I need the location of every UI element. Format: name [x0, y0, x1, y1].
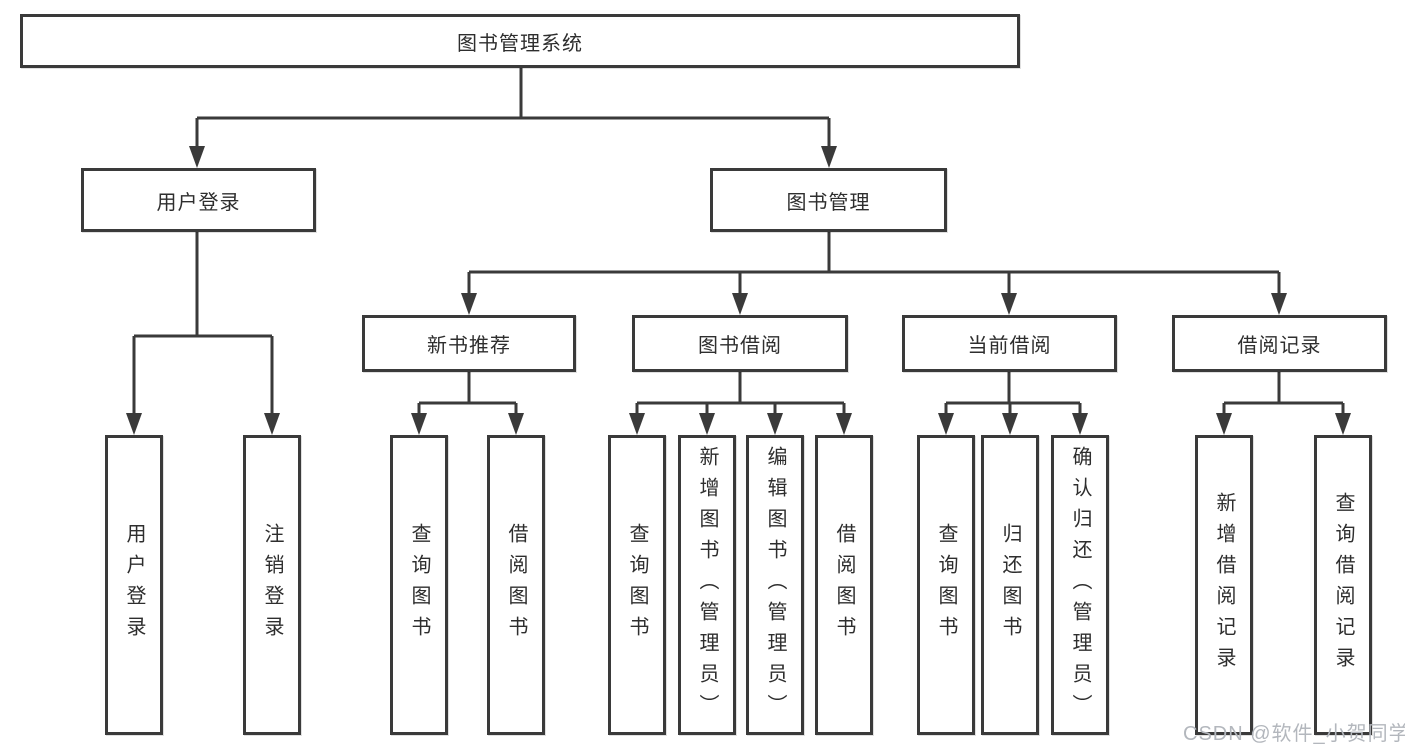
node-book-management: 图书管理 — [710, 168, 947, 232]
node-root-library-system: 图书管理系统 — [20, 14, 1020, 68]
node-records-add-record: 新增借阅记录 — [1195, 435, 1253, 735]
node-borrowing-records: 借阅记录 — [1172, 315, 1387, 372]
node-label: 图书管理 — [786, 191, 871, 214]
node-new-book-recommend: 新书推荐 — [362, 315, 576, 372]
node-label: 当前借阅 — [967, 335, 1052, 357]
node-label: 查询借阅记录 — [1332, 492, 1354, 678]
node-label: 图书管理系统 — [457, 32, 583, 55]
node-label: 编辑图书（管理员） — [764, 445, 786, 725]
node-label: 借阅图书 — [505, 523, 527, 647]
node-borrowing-borrow-books: 借阅图书 — [815, 435, 873, 735]
node-label: 新书推荐 — [427, 335, 511, 357]
node-logout: 注销登录 — [243, 435, 301, 735]
node-label: 确认归还（管理员） — [1069, 445, 1091, 725]
node-label: 查询图书 — [408, 523, 430, 647]
node-current-borrowing: 当前借阅 — [902, 315, 1117, 372]
node-label: 查询图书 — [626, 523, 648, 647]
node-newbooks-borrow-books: 借阅图书 — [487, 435, 545, 735]
node-label: 图书借阅 — [698, 335, 782, 357]
node-current-confirm-return-admin: 确认归还（管理员） — [1051, 435, 1109, 735]
node-user-login-leaf: 用户登录 — [105, 435, 163, 735]
csdn-watermark: CSDN @软件_小贺同学 — [1183, 723, 1405, 745]
node-borrowing-edit-books-admin: 编辑图书（管理员） — [746, 435, 804, 735]
node-label: 用户登录 — [156, 191, 241, 214]
node-label: 借阅记录 — [1237, 335, 1322, 357]
node-records-query-record: 查询借阅记录 — [1314, 435, 1372, 735]
node-current-return-books: 归还图书 — [981, 435, 1039, 735]
node-book-borrowing: 图书借阅 — [632, 315, 848, 372]
node-user-login: 用户登录 — [81, 168, 316, 232]
node-label: 新增借阅记录 — [1213, 492, 1235, 678]
node-label: 借阅图书 — [833, 523, 855, 647]
node-label: 注销登录 — [261, 523, 283, 647]
node-current-query-books: 查询图书 — [917, 435, 975, 735]
node-newbooks-query-books: 查询图书 — [390, 435, 448, 735]
node-borrowing-query-books: 查询图书 — [608, 435, 666, 735]
node-label: 用户登录 — [123, 523, 145, 647]
node-label: 查询图书 — [935, 523, 957, 647]
node-borrowing-add-books-admin: 新增图书（管理员） — [678, 435, 736, 735]
node-label: 新增图书（管理员） — [696, 445, 718, 725]
node-label: 归还图书 — [999, 523, 1021, 647]
